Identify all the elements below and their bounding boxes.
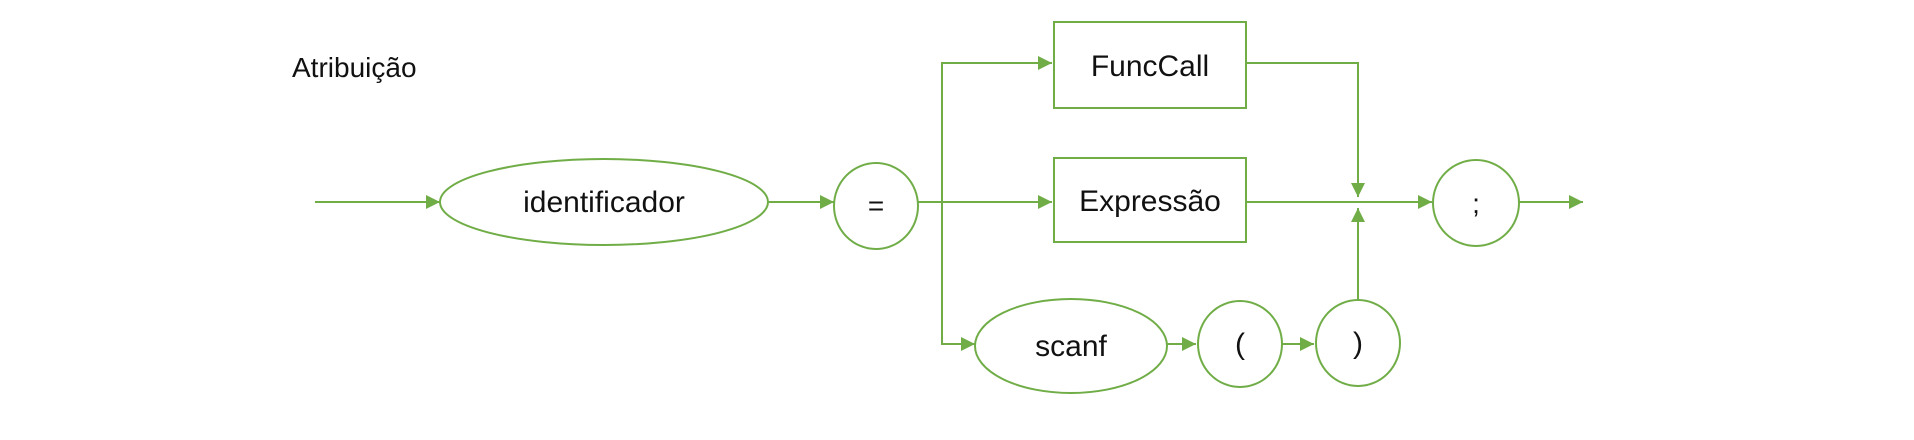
node-close-paren: ): [1315, 299, 1401, 387]
edge-equals-to-funccall: [918, 56, 1052, 203]
edge-funccall-to-merge: [1246, 62, 1365, 197]
node-semicolon-label: ;: [1472, 188, 1480, 219]
node-equals-label: =: [868, 190, 884, 221]
node-identificador-label: identificador: [523, 186, 685, 219]
node-open-paren: (: [1197, 300, 1283, 388]
node-open-paren-label: (: [1235, 328, 1245, 361]
node-close-paren-label: ): [1353, 327, 1363, 360]
node-scanf: scanf: [974, 298, 1168, 394]
node-funccall: FuncCall: [1053, 21, 1247, 109]
node-identificador: identificador: [439, 158, 769, 246]
node-equals: =: [833, 162, 919, 250]
node-funccall-label: FuncCall: [1091, 50, 1209, 83]
node-expressao-label: Expressão: [1079, 185, 1221, 218]
node-semicolon: ;: [1432, 159, 1520, 247]
node-expressao: Expressão: [1053, 157, 1247, 243]
node-scanf-label: scanf: [1035, 330, 1107, 363]
edges: [315, 56, 1583, 351]
diagram-title: Atribuição: [292, 52, 417, 83]
edge-branch-to-scanf: [941, 202, 975, 351]
